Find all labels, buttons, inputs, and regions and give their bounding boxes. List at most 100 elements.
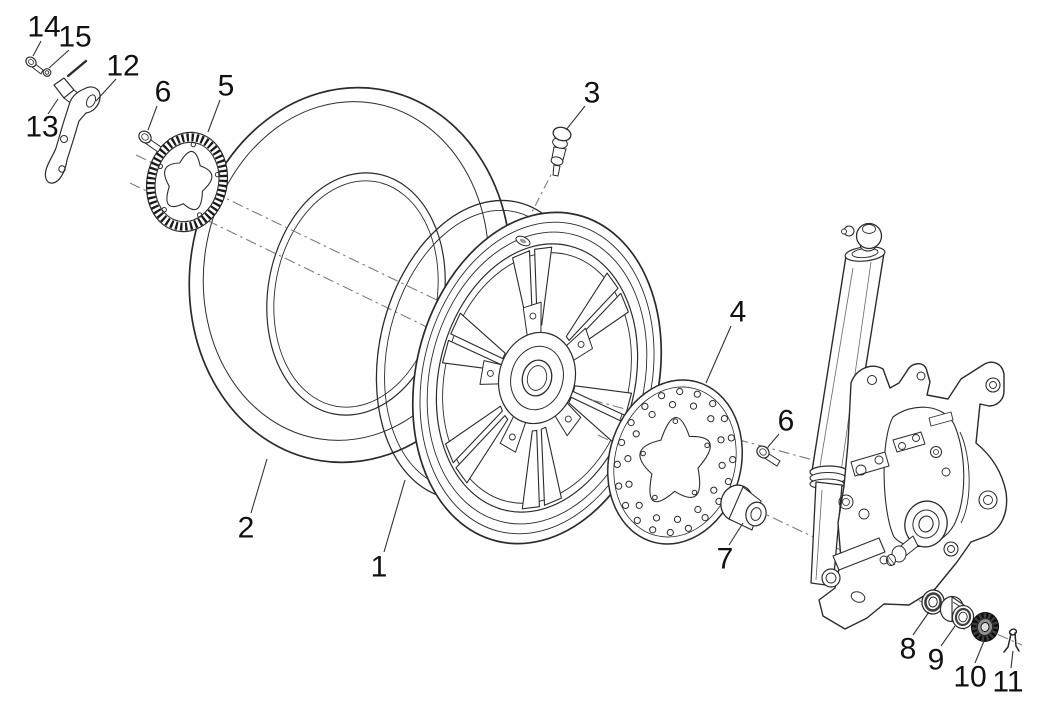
split-pin-legs xyxy=(1003,632,1020,653)
disc-hole xyxy=(658,392,666,400)
disc-hole xyxy=(668,401,677,409)
disc-hole xyxy=(693,390,701,398)
part-number-label: 11 xyxy=(992,666,1023,699)
valve-stem xyxy=(552,164,561,177)
spoke-arm xyxy=(540,426,562,506)
speed-sensor-assembly xyxy=(25,56,101,184)
disc-hole xyxy=(694,505,702,514)
disc-hole xyxy=(684,524,693,532)
screw-head xyxy=(25,56,37,68)
disc-hole xyxy=(641,402,649,410)
disc-hole xyxy=(701,514,709,522)
disc-hole xyxy=(689,402,698,410)
leader-line xyxy=(565,105,586,131)
lug-bolt-hole xyxy=(529,312,537,320)
leader-line xyxy=(940,625,956,647)
disc-hole xyxy=(720,415,729,423)
leader-line xyxy=(32,40,42,57)
lug-bolt-hole xyxy=(564,415,572,423)
leader-line xyxy=(48,49,70,69)
part-number-label: 4 xyxy=(730,296,747,329)
spoke-arm xyxy=(450,312,506,360)
sensor-bracket xyxy=(44,86,101,184)
disc-hole xyxy=(691,489,698,496)
lower-linkage xyxy=(832,537,886,571)
disc-hole xyxy=(672,418,679,425)
split-pin-eye xyxy=(1008,628,1018,636)
bolt-head xyxy=(756,445,770,459)
disc-hole xyxy=(624,455,632,463)
bracket-hole xyxy=(60,135,68,143)
tone-ring-hole xyxy=(214,171,221,178)
part-number-label: 5 xyxy=(218,70,235,103)
disc-hole xyxy=(709,400,717,408)
valve-cap xyxy=(552,126,572,142)
wheel-spacer xyxy=(720,484,767,531)
disc-hole xyxy=(727,434,735,442)
center-axis-lines xyxy=(129,154,471,344)
wheel-rim xyxy=(375,199,663,545)
hub-carrier-casting xyxy=(818,361,1008,630)
bolt-head xyxy=(138,130,152,144)
tone-ring-teeth xyxy=(146,133,228,231)
disc-center-cutout xyxy=(639,417,711,503)
sensor-pin xyxy=(66,59,88,78)
disc-hole xyxy=(652,494,658,501)
disc-hole xyxy=(724,477,733,486)
leader-line xyxy=(728,522,744,546)
disc-bolt xyxy=(756,445,781,467)
disc-hole xyxy=(618,438,626,447)
nut-bore xyxy=(958,611,968,623)
leader-line xyxy=(383,479,406,553)
lug-bolt-hole xyxy=(486,369,494,377)
tone-ring-hole xyxy=(196,212,203,218)
spoke-arm xyxy=(565,272,619,341)
part-number-label: 12 xyxy=(106,50,139,83)
leader-line xyxy=(767,433,780,448)
disc-hole xyxy=(673,515,682,524)
ring-bolt xyxy=(138,130,162,153)
wheel-spokes xyxy=(441,246,633,510)
disc-hole xyxy=(652,514,661,522)
disc-vent-holes xyxy=(613,387,737,537)
bracket-slot xyxy=(85,94,97,108)
disc-hole xyxy=(615,482,623,490)
disc-hole xyxy=(717,436,725,444)
leader-line xyxy=(250,458,268,514)
disc-hole xyxy=(707,415,715,423)
disc-hole xyxy=(718,461,726,469)
valve-axis-line xyxy=(530,162,558,215)
hose-bracket xyxy=(850,451,890,477)
tone-ring-center-cutout xyxy=(164,150,213,211)
tone-ring-rivet-holes xyxy=(157,141,221,218)
part-number-label: 2 xyxy=(238,512,255,545)
caliper-mount-hole xyxy=(985,377,1001,393)
leader-line xyxy=(95,78,117,102)
lug-bolt-hole xyxy=(577,340,585,348)
brake-line-clamp xyxy=(892,431,926,453)
spoke-arm xyxy=(455,415,509,484)
tone-ring-hole xyxy=(157,163,164,170)
leader-line xyxy=(47,98,59,115)
center-axis-line xyxy=(129,182,461,344)
leader-line xyxy=(147,105,158,131)
disc-hole xyxy=(632,430,640,438)
spoke-arm xyxy=(521,429,540,510)
part-number-label: 7 xyxy=(717,543,734,576)
part-number-label: 15 xyxy=(58,21,91,54)
washer-bore xyxy=(928,596,938,608)
leader-line xyxy=(912,611,930,636)
part-number-label: 8 xyxy=(900,633,917,666)
part-number-label: 10 xyxy=(953,661,986,694)
small-washer xyxy=(42,68,52,77)
split-pin xyxy=(1003,628,1020,653)
center-axis-line xyxy=(135,154,471,317)
part-number-label: 6 xyxy=(155,76,172,109)
part-number-label: 14 xyxy=(27,11,60,44)
disc-hole xyxy=(627,419,635,427)
disc-hole xyxy=(648,410,656,419)
tire-valve xyxy=(550,126,572,177)
washer xyxy=(921,589,945,615)
part-number-label: 1 xyxy=(371,551,388,584)
